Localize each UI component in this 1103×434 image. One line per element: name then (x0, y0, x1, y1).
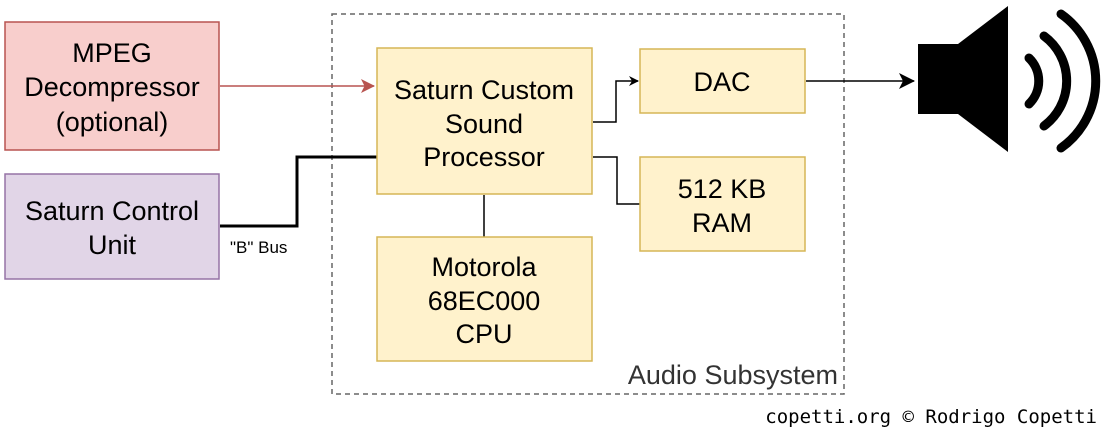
speaker-icon (918, 6, 1101, 153)
scsp-to-dac-arrow (593, 76, 639, 123)
audio-subsystem-label: Audio Subsystem (628, 360, 838, 390)
control-unit-line-2: Unit (88, 230, 137, 260)
ram-line-1: 512 KB (678, 174, 767, 204)
scsp-box: Saturn Custom Sound Processor (376, 47, 593, 195)
scsp-line-2: Sound (445, 109, 523, 139)
dac-box: DAC (639, 48, 806, 114)
copyright-credit: copetti.org © Rodrigo Copetti (765, 406, 1097, 428)
saturn-control-unit-box: Saturn Control Unit (4, 173, 220, 280)
mpeg-line-2: Decompressor (24, 72, 200, 102)
mpeg-line-3: (optional) (56, 107, 169, 137)
ram-box: 512 KB RAM (639, 156, 806, 252)
cpu-line-3: CPU (455, 319, 512, 349)
mpeg-line-1: MPEG (72, 38, 152, 68)
scsp-line-1: Saturn Custom (394, 75, 574, 105)
audio-subsystem-group (331, 13, 845, 395)
ram-line-2: RAM (692, 208, 752, 238)
dac-label: DAC (693, 67, 750, 97)
control-unit-line-1: Saturn Control (25, 196, 199, 226)
cpu-line-1: Motorola (431, 252, 537, 282)
cpu-line-2: 68EC000 (428, 286, 541, 316)
b-bus-connector (220, 155, 377, 228)
cpu-box: Motorola 68EC000 CPU (376, 236, 593, 362)
mpeg-decompressor-box: MPEG Decompressor (optional) (4, 21, 220, 151)
scsp-to-ram-connector (593, 156, 640, 205)
b-bus-label: "B" Bus (230, 238, 287, 257)
scsp-line-3: Processor (423, 142, 545, 172)
